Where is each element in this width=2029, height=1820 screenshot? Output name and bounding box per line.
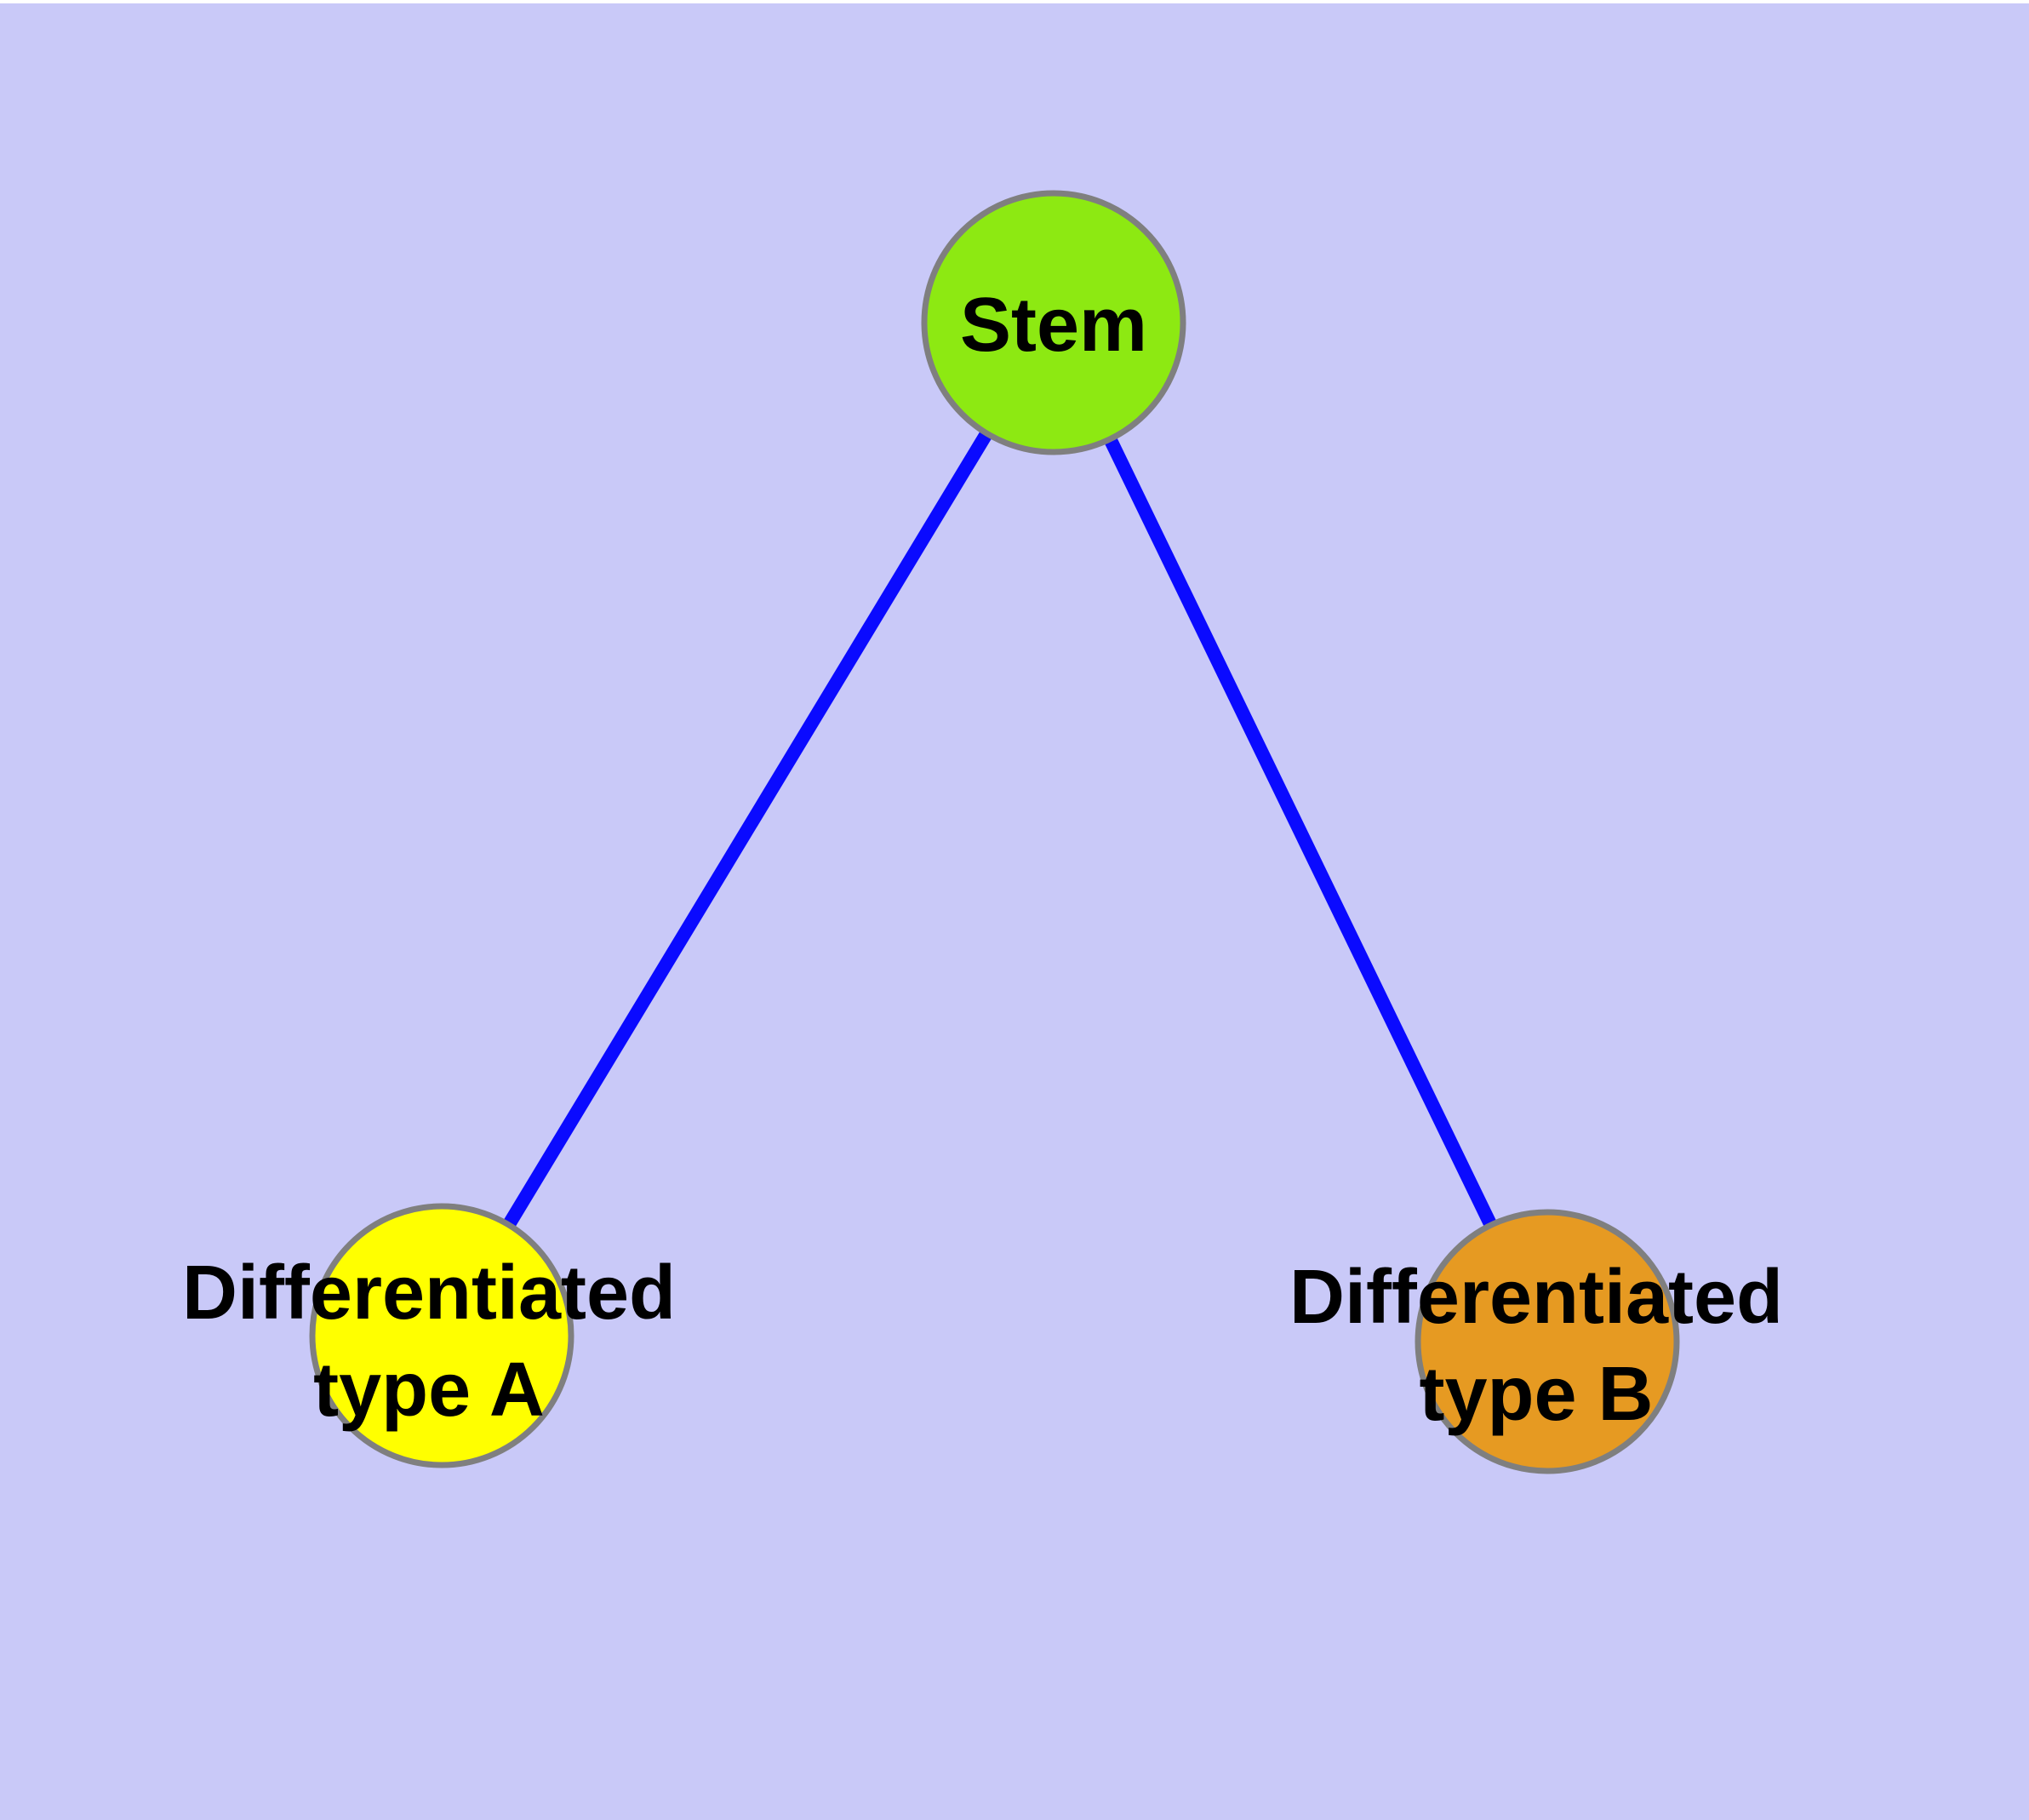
node-type-b-label: Differentiated type B (1289, 1255, 1784, 1437)
node-stem-circle (921, 190, 1186, 455)
graph-svg (309, 190, 1680, 1474)
edge-stem-to-type-a (436, 318, 1060, 1340)
node-type-a-label: Differentiated type A (181, 1251, 677, 1433)
node-type-a-circle (309, 1203, 574, 1468)
diagram-canvas: Stem Differentiated type A Differentiate… (0, 3, 2029, 1820)
node-type-b-circle (1415, 1209, 1680, 1474)
edge-stem-to-type-b (1047, 319, 1554, 1345)
node-stem-label: Stem (959, 283, 1148, 368)
